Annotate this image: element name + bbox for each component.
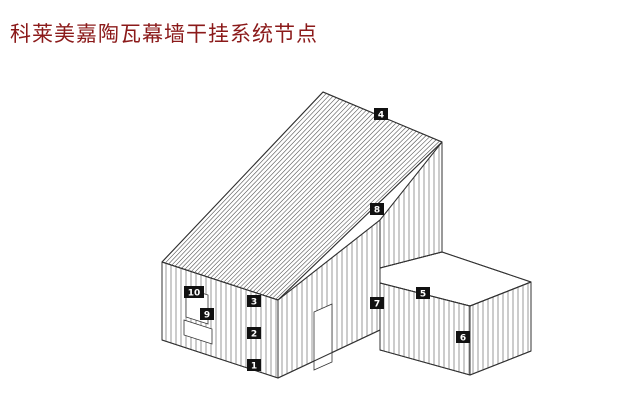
callout-4: 4 (374, 108, 388, 121)
svg-text:4: 4 (378, 111, 384, 121)
callout-1: 1 (247, 359, 261, 372)
svg-text:5: 5 (420, 290, 426, 300)
svg-text:8: 8 (374, 206, 380, 216)
svg-text:6: 6 (460, 334, 466, 344)
svg-text:2: 2 (251, 330, 257, 340)
callout-3: 3 (247, 295, 261, 308)
svg-text:7: 7 (374, 300, 380, 310)
page-title: 科莱美嘉陶瓦幕墙干挂系统节点 (10, 22, 318, 46)
callout-7: 7 (370, 297, 384, 310)
window-sill (183, 319, 213, 345)
callout-10: 10 (184, 286, 204, 299)
callout-5: 5 (416, 287, 430, 300)
svg-text:9: 9 (204, 311, 210, 321)
door-opening (313, 303, 333, 371)
callout-9: 9 (200, 308, 214, 321)
callout-2: 2 (247, 327, 261, 340)
callout-8: 8 (370, 203, 384, 216)
svg-text:10: 10 (188, 289, 201, 299)
svg-text:1: 1 (251, 362, 257, 372)
callout-6: 6 (456, 331, 470, 344)
svg-text:3: 3 (251, 298, 257, 308)
